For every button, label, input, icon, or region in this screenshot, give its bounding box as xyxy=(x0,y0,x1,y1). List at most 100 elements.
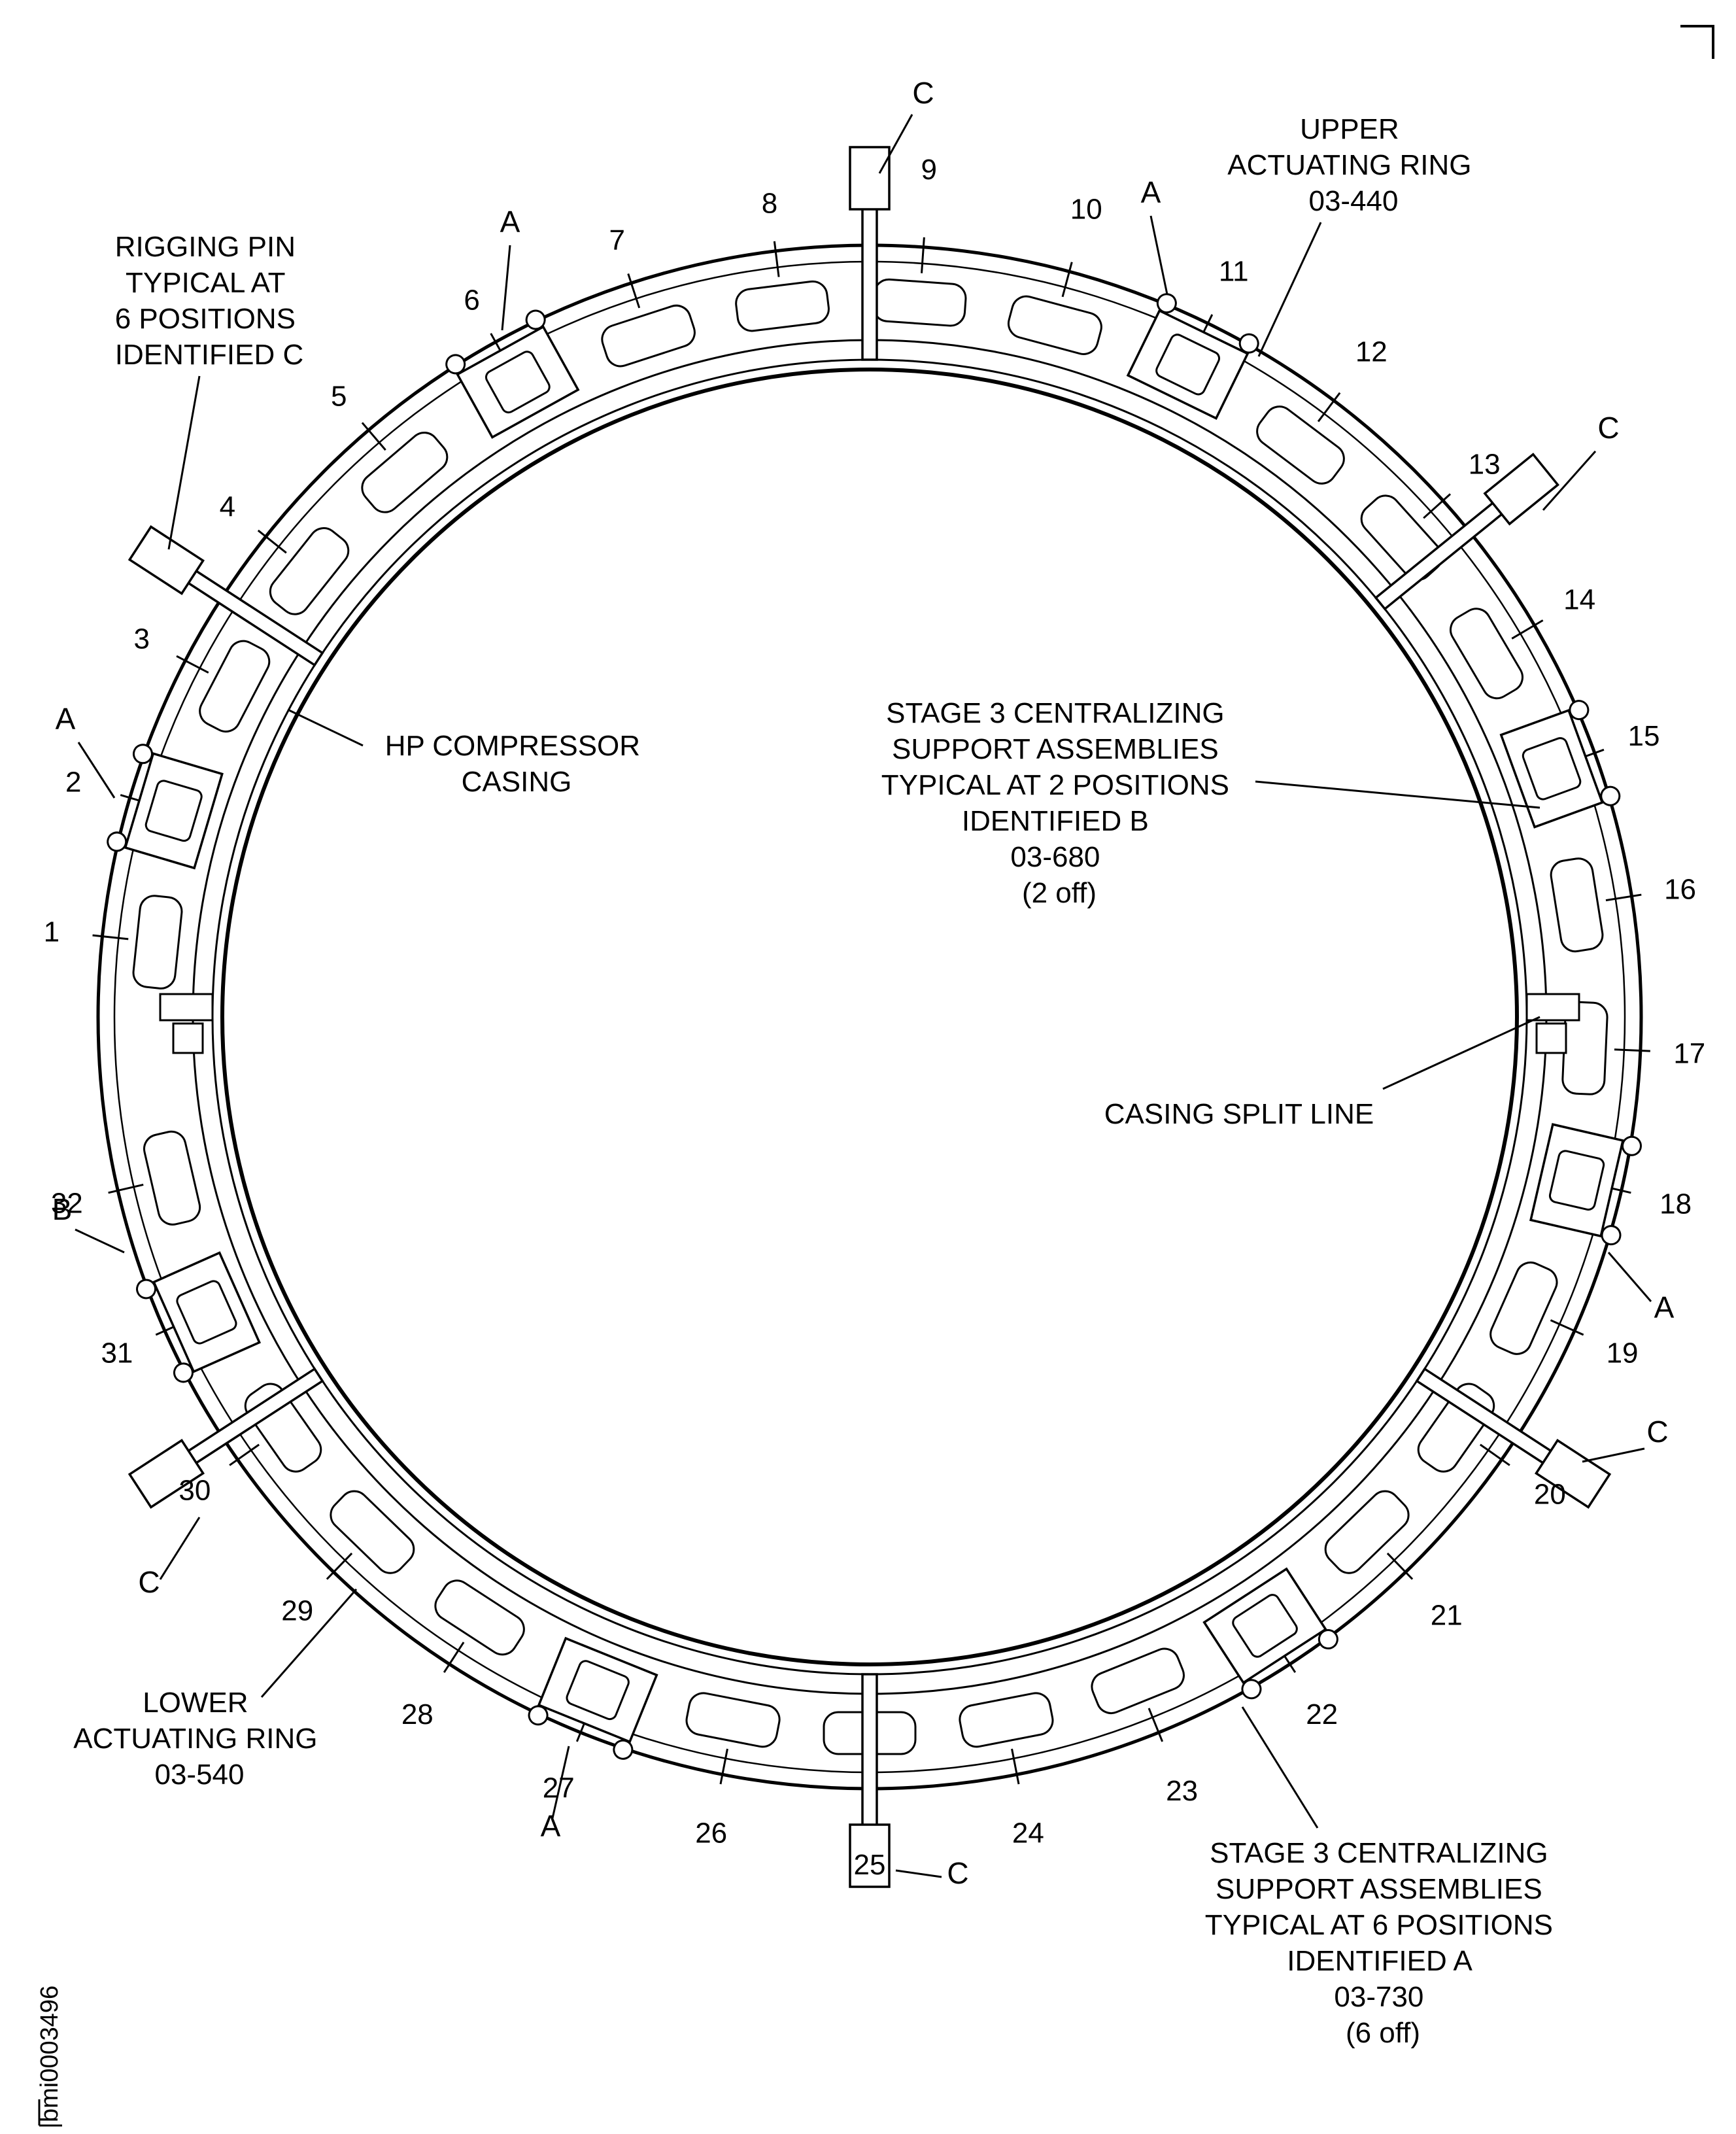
hp-casing-outer xyxy=(211,358,1528,1676)
ring-pad xyxy=(1360,494,1443,581)
ring-pad xyxy=(132,895,183,990)
position-number: 3 xyxy=(134,623,150,655)
letter-leader xyxy=(1582,1447,1645,1463)
position-number: 30 xyxy=(179,1475,211,1507)
letter-leader xyxy=(1542,451,1597,511)
split-line-label: CASING SPLIT LINE xyxy=(1104,1098,1374,1130)
position-number: 31 xyxy=(101,1337,133,1369)
position-tick xyxy=(1605,893,1642,902)
ring-pad xyxy=(269,527,350,615)
position-number: 18 xyxy=(1659,1188,1692,1220)
position-tick xyxy=(361,422,386,451)
support-bracket xyxy=(1202,1567,1338,1700)
rigging-pin-label: RIGGING PIN TYPICAL AT 6 POSITIONS IDENT… xyxy=(115,231,304,371)
position-number: 20 xyxy=(1534,1478,1566,1510)
ring-pad xyxy=(959,1692,1054,1748)
outer-ring-edge xyxy=(96,243,1643,1791)
position-number: 22 xyxy=(1306,1698,1338,1730)
svg-text:bmi0003496: bmi0003496 xyxy=(36,1986,63,2122)
ring-pad xyxy=(199,640,271,733)
position-number: 1 xyxy=(44,916,60,948)
support-bracket xyxy=(136,1251,262,1383)
position-tick xyxy=(1148,1708,1164,1742)
position-number: 2 xyxy=(65,766,81,798)
leader-stage3-a xyxy=(1241,1706,1319,1829)
rigging-pins xyxy=(128,146,1612,1888)
position-tick xyxy=(1550,1319,1584,1336)
ring-pad xyxy=(1324,1490,1410,1574)
hp-casing-inner xyxy=(220,368,1519,1666)
ring-pad xyxy=(361,432,449,513)
leader-upper-ring xyxy=(1257,222,1322,357)
position-tick xyxy=(627,273,641,309)
identifier-letter: A xyxy=(541,1809,561,1843)
rigging-pin xyxy=(1415,1367,1612,1509)
letter-leader xyxy=(551,1746,570,1819)
hp-casing-label: HP COMPRESSOR CASING xyxy=(385,730,649,798)
letter-leader xyxy=(895,1869,942,1878)
position-number: 29 xyxy=(281,1594,313,1626)
position-tick xyxy=(719,1748,728,1785)
stage3-a-label: STAGE 3 CENTRALIZING SUPPORT ASSEMBLIES … xyxy=(1205,1837,1561,2049)
ring-pad xyxy=(434,1579,525,1656)
position-number: 11 xyxy=(1219,256,1249,288)
upper-ring-label: UPPER ACTUATING RING 03-440 xyxy=(1227,113,1479,217)
identifier-letter: A xyxy=(1141,175,1161,209)
position-number: 8 xyxy=(762,187,777,219)
leader-hp-casing xyxy=(287,708,364,747)
position-number: 13 xyxy=(1469,449,1501,481)
identifier-letter: B xyxy=(52,1192,73,1226)
outer-ring-inner-edge xyxy=(113,260,1626,1774)
ring-pad xyxy=(685,1692,781,1748)
support-bracket xyxy=(1499,700,1621,829)
identifier-letter: C xyxy=(947,1856,968,1890)
position-tick xyxy=(443,1642,465,1674)
ring-pad xyxy=(1489,1261,1558,1355)
ring-pad xyxy=(735,280,830,332)
support-bracket xyxy=(1529,1123,1642,1246)
position-tick xyxy=(1386,1553,1414,1580)
position-number: 32 xyxy=(51,1187,83,1219)
position-number: 14 xyxy=(1563,584,1595,616)
casing-flange-edge xyxy=(192,339,1548,1695)
identifier-letter: A xyxy=(1654,1290,1675,1324)
position-numbers: 1234567891011121314151617181920212223242… xyxy=(44,154,1706,1881)
ring-pad xyxy=(330,1490,415,1574)
leader-split-line xyxy=(1382,1016,1540,1090)
position-tick xyxy=(773,241,780,277)
leader-stage3-b xyxy=(1255,780,1540,809)
ring-pad xyxy=(872,278,967,327)
position-number: 5 xyxy=(331,380,347,412)
lower-ring-label: LOWER ACTUATING RING 03-540 xyxy=(73,1687,325,1791)
position-tick xyxy=(1479,1443,1510,1466)
identifier-letter: C xyxy=(912,76,934,110)
letter-leader xyxy=(1149,215,1168,295)
ring-pad xyxy=(1550,857,1604,953)
position-number: 25 xyxy=(854,1849,886,1881)
position-tick xyxy=(1423,493,1452,519)
rigging-pin xyxy=(1374,453,1559,611)
position-number: 19 xyxy=(1607,1337,1639,1369)
stage3-b-label: STAGE 3 CENTRALIZING SUPPORT ASSEMBLIES … xyxy=(881,697,1237,909)
identifier-letter: A xyxy=(56,702,76,736)
ring-pad xyxy=(1256,405,1345,485)
position-number: 28 xyxy=(401,1698,434,1730)
position-number: 24 xyxy=(1012,1817,1044,1850)
position-number: 21 xyxy=(1431,1600,1463,1632)
position-tick xyxy=(326,1553,353,1580)
position-number: 7 xyxy=(609,224,624,256)
position-tick xyxy=(92,934,129,940)
position-number: 12 xyxy=(1355,336,1387,368)
leader-rigging-pin xyxy=(167,375,201,550)
letter-leader xyxy=(1607,1252,1652,1302)
position-tick xyxy=(921,237,925,273)
rigging-pin xyxy=(128,1367,324,1509)
position-number: 23 xyxy=(1166,1775,1198,1807)
identifier-letter: C xyxy=(138,1565,160,1599)
split-line-left xyxy=(159,993,214,1054)
position-tick xyxy=(108,1183,144,1194)
figure-id: bmi0003496 xyxy=(36,1986,63,2127)
ring-pad xyxy=(143,1130,201,1226)
